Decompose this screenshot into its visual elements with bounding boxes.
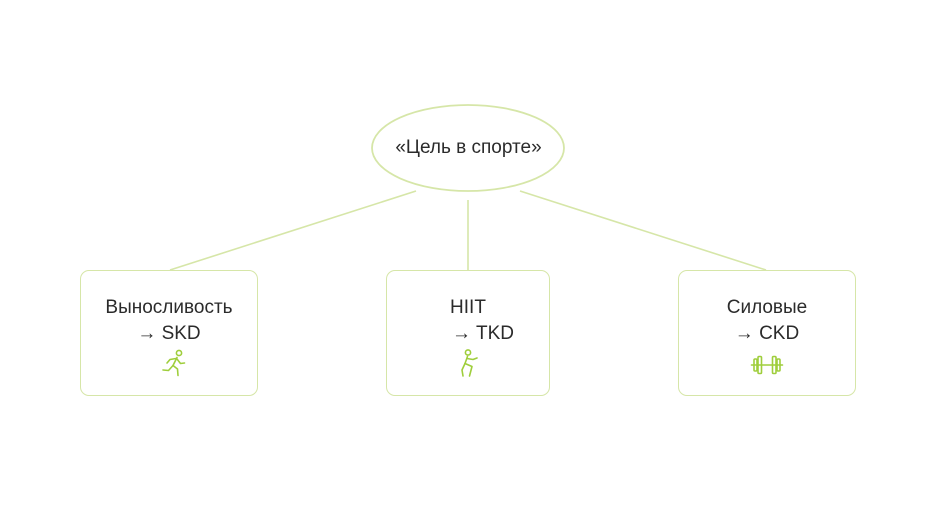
node-strength-diet: → CKD <box>734 323 800 344</box>
node-endurance-title: Выносливость <box>105 297 233 318</box>
node-strength-title: Силовые <box>726 297 808 318</box>
connector-line-right <box>519 190 767 271</box>
node-endurance-diet: → SKD <box>137 323 201 344</box>
node-hiit: HIIT → TKD <box>386 270 550 396</box>
node-hiit-diet: → TKD <box>452 323 514 344</box>
node-hiit-title: HIIT <box>450 297 486 318</box>
node-endurance: Выносливость → SKD <box>80 270 258 396</box>
barbell-icon <box>750 348 784 382</box>
running-person-icon <box>156 348 190 382</box>
root-ellipse <box>371 104 565 192</box>
root-node-label: «Цель в спорте» <box>395 137 542 158</box>
node-strength: Силовые → CKD <box>678 270 856 396</box>
squat-person-icon <box>451 348 485 382</box>
connector-line-left <box>169 190 417 271</box>
